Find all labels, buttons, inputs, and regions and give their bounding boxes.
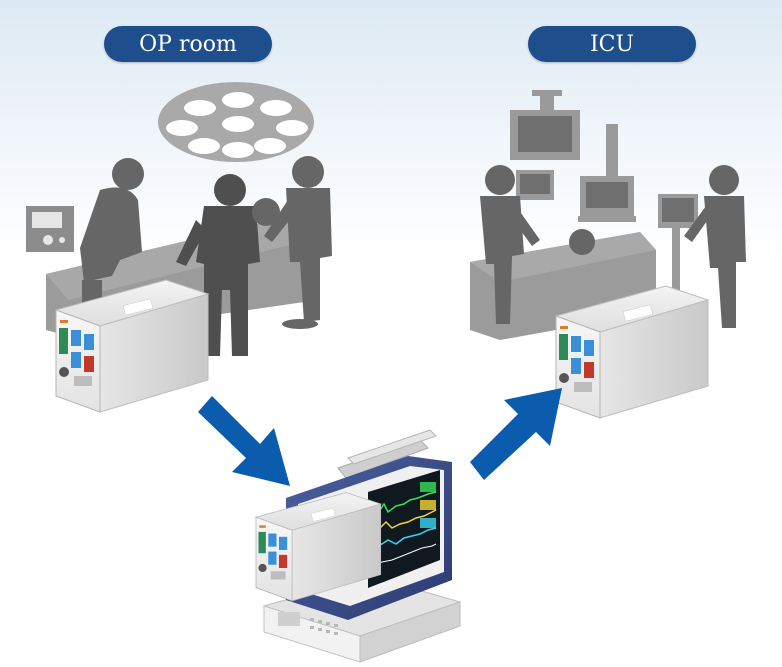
op-room-label-text: OP room <box>139 31 237 57</box>
surgical-lamp-icon <box>158 82 314 162</box>
central-monitor-assembly <box>255 429 462 663</box>
nurse-left-icon <box>480 165 540 324</box>
op-room-label: OP room <box>104 26 272 62</box>
icu-scene <box>470 90 746 419</box>
op-room-scene <box>26 82 332 413</box>
nurse-right-icon <box>684 165 746 328</box>
anesthesia-machine-icon <box>26 206 74 252</box>
carry-handle-icon <box>337 429 437 479</box>
bedside-monitor-icon <box>516 170 698 298</box>
icu-label: ICU <box>528 26 696 62</box>
patient-head-icon <box>252 198 280 226</box>
monitor-screen <box>368 470 440 588</box>
surgeon-right-icon <box>264 156 332 329</box>
icu-label-text: ICU <box>589 31 635 57</box>
arrow-up-right-icon <box>470 388 562 480</box>
arrow-down-right-icon <box>198 396 290 486</box>
surgeon-center-icon <box>176 174 260 356</box>
icu-patient-head-icon <box>569 229 595 255</box>
ceiling-monitor-icon <box>510 90 580 160</box>
